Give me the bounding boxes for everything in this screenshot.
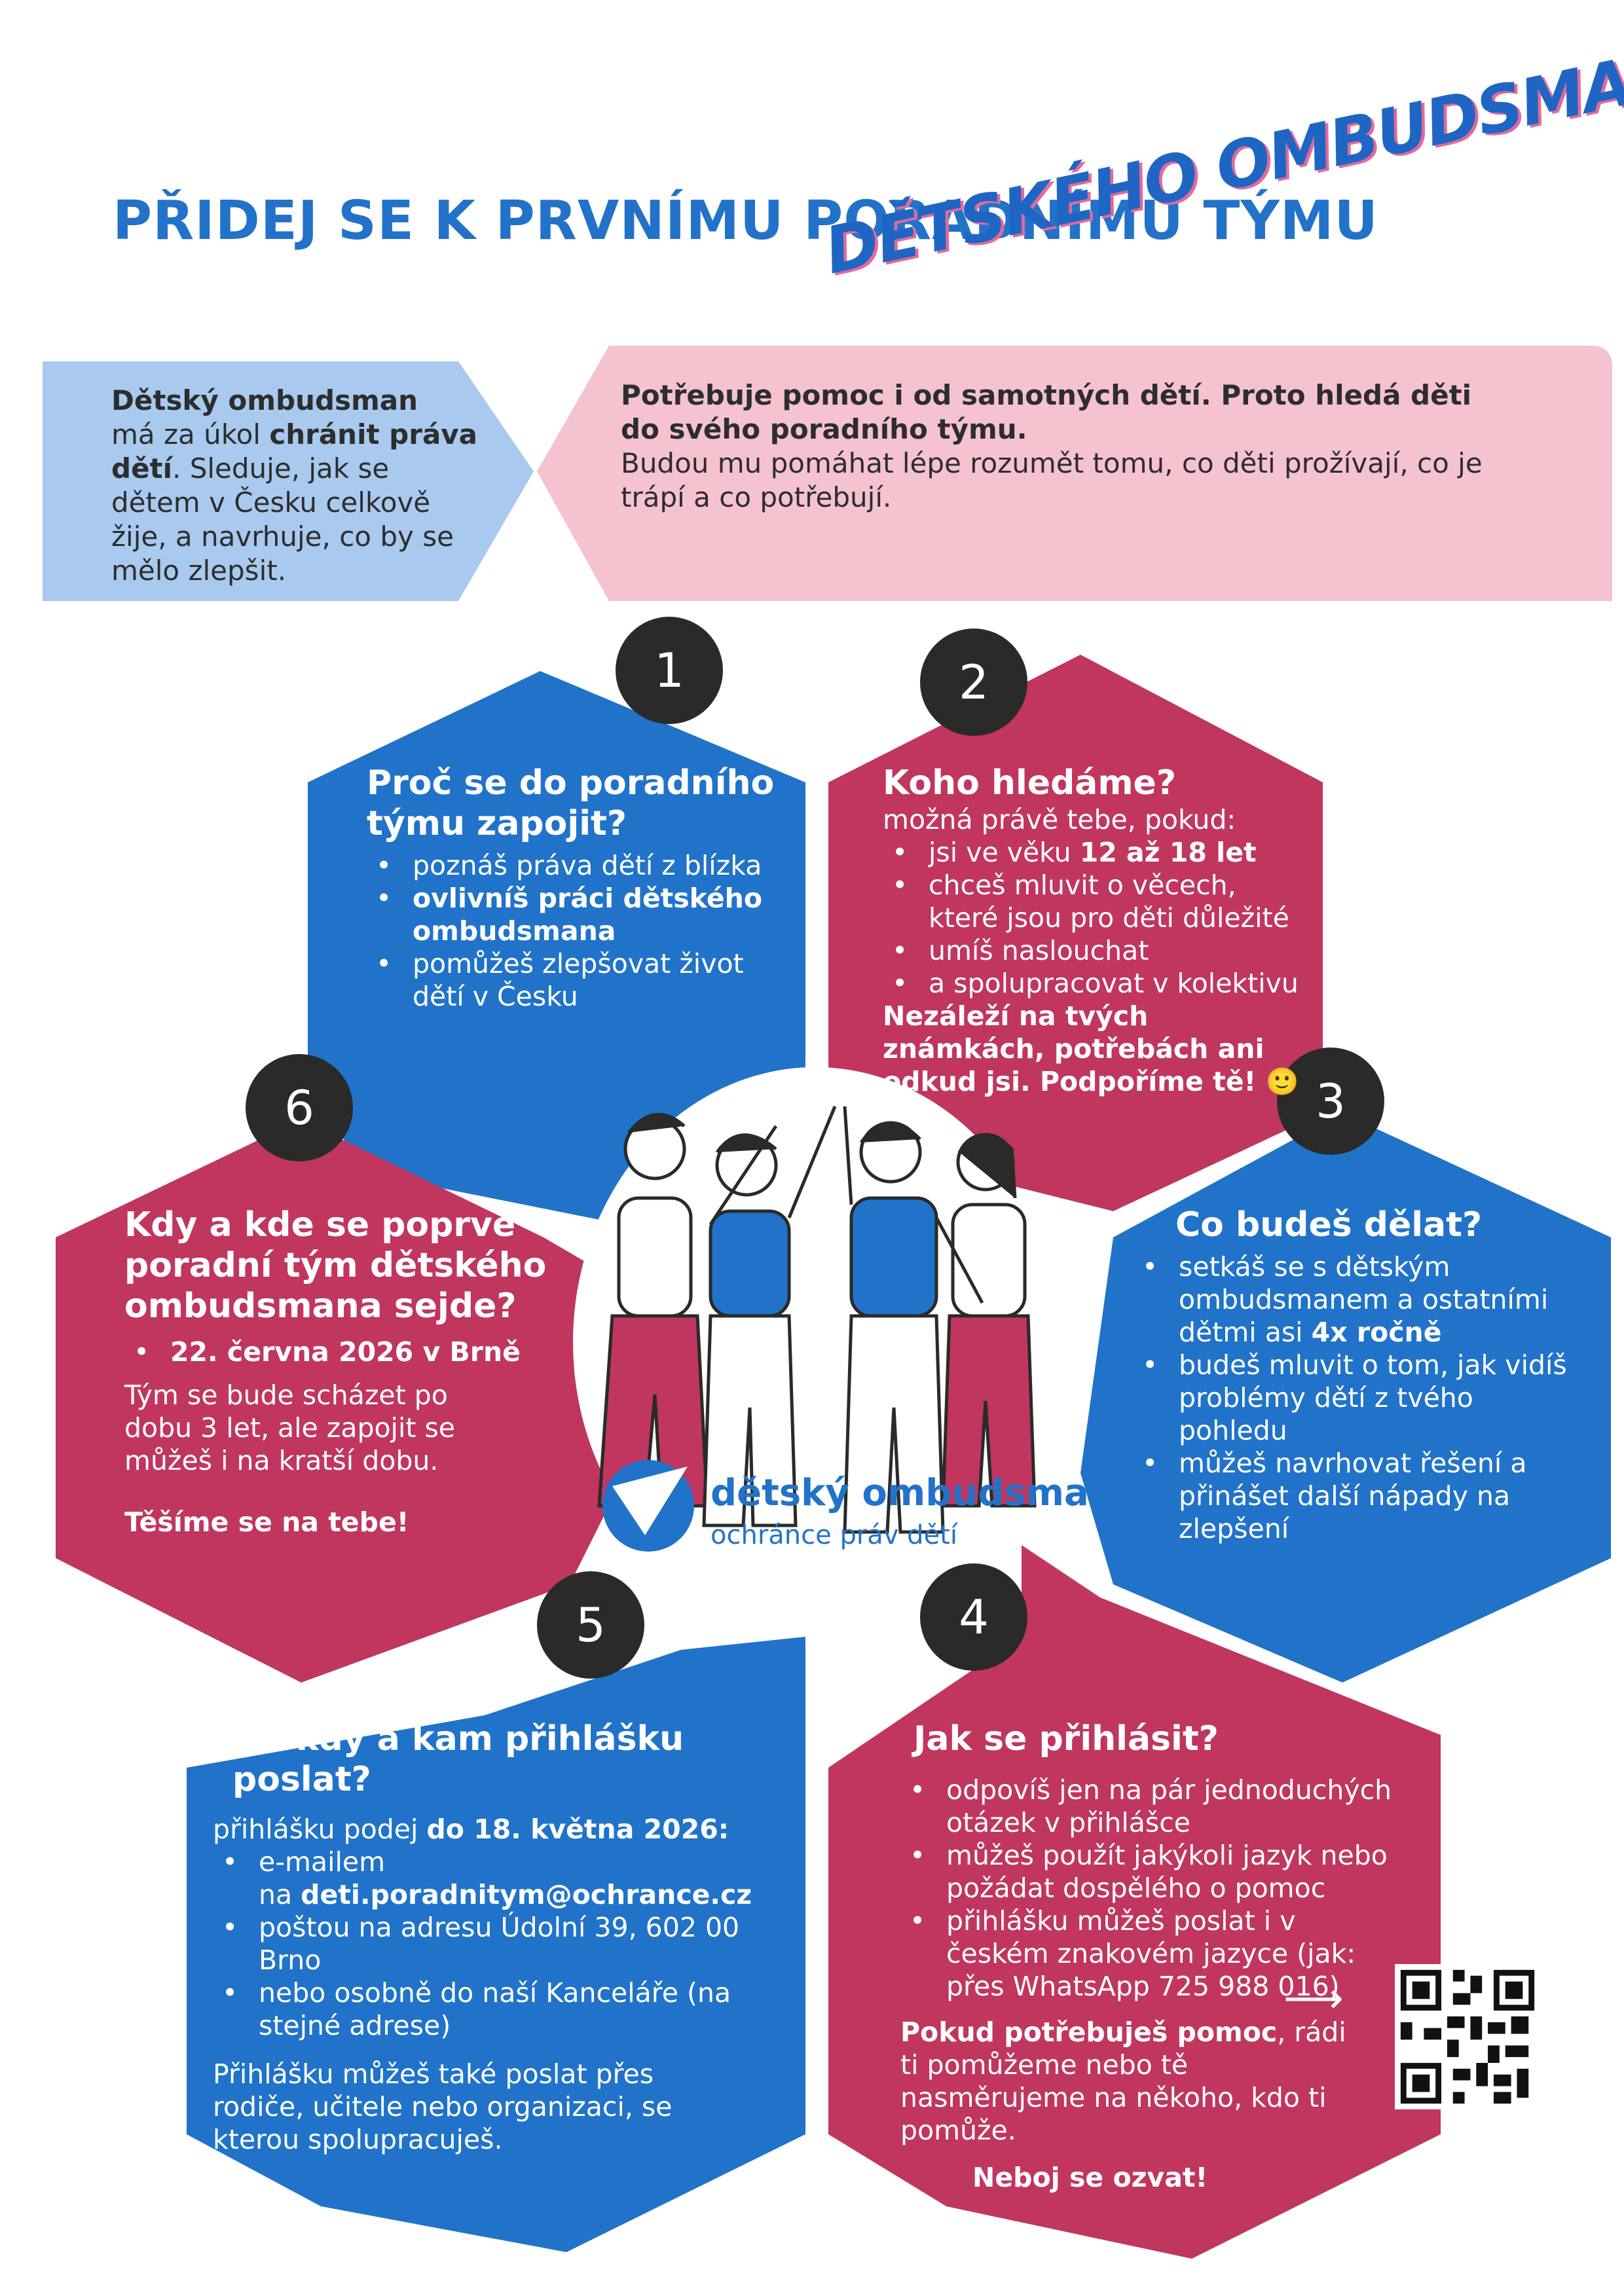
list-item: •jsi ve věku 12 až 18 let: [892, 837, 1257, 868]
section-6-closing: Těšíme se na tebe!: [124, 1506, 409, 1538]
section-4-list: •odpovíš jen na pár jednoduchých otázek …: [900, 1774, 1398, 2003]
section-5-heading: Do kdy a kam přihlášku poslat?: [232, 1719, 684, 1799]
section-2-note: Nezáleží na tvých známkách, potřebách an…: [883, 1000, 1299, 1097]
intro-right-box: [537, 346, 1612, 601]
section-1-list: •poznáš práva dětí z blízka •ovlivníš pr…: [367, 849, 786, 1013]
section-2-heading: Koho hledáme?: [883, 763, 1176, 803]
list-item: •22. června 2026 v Brně: [134, 1336, 521, 1368]
list-item: •poštou na adresu Údolní 39, 602 00 Brno: [222, 1912, 740, 1976]
section-6-heading: Kdy a kde se poprvé poradní tým dětského…: [124, 1205, 547, 1326]
list-item: •poznáš práva dětí z blízka: [376, 850, 762, 881]
section-3-heading: Co budeš dělat?: [1175, 1205, 1483, 1245]
section-4: Jak se přihlásit? •odpovíš jen na pár je…: [900, 1719, 1424, 2194]
intro-left-bold-2: chránit práva dětí: [111, 418, 477, 484]
list-item: •odpovíš jen na pár jednoduchých otázek …: [910, 1774, 1392, 1838]
badge-1: 1: [616, 617, 723, 724]
intro-right-text: Potřebuje pomoc i od samotných dětí. Pro…: [621, 378, 1492, 515]
smile-icon: 🙂: [1265, 1066, 1299, 1097]
list-item: •pomůžeš zlepšovat život dětí v Česku: [376, 948, 744, 1012]
section-2-list: •jsi ve věku 12 až 18 let •chceš mluvit …: [883, 836, 1308, 1000]
page-title: PŘIDEJ SE K PRVNÍMU PORADNÍMU TÝMU: [113, 190, 1379, 252]
intro-left-bold: Dětský ombudsman: [111, 384, 418, 416]
hex-6: [56, 1120, 622, 1683]
section-2: Koho hledáme? možná právě tebe, pokud: •…: [883, 763, 1308, 1098]
section-6-list: •22. června 2026 v Brně: [124, 1336, 557, 1368]
section-2-lead: možná právě tebe, pokud:: [883, 804, 1236, 835]
list-item: •nebo osobně do naší Kanceláře (na stejn…: [222, 1977, 731, 2041]
list-item: •můžeš navrhovat řešení a přinášet další…: [1142, 1448, 1527, 1544]
people-illustration: [597, 1106, 1037, 1534]
qr-code[interactable]: [1395, 1964, 1540, 2109]
section-5-lead: přihlášku podej do 18. května 2026:: [213, 1813, 729, 1845]
section-6: Kdy a kde se poprvé poradní tým dětského…: [124, 1205, 557, 1539]
section-4-heading: Jak se přihlásit?: [913, 1719, 1219, 1758]
section-1-heading: Proč se do poradního týmu zapojit?: [367, 763, 775, 843]
badge-6: 6: [246, 1054, 353, 1161]
list-item: •a spolupracovat v kolektivu: [892, 968, 1299, 999]
intro-left-text: Dětský ombudsman má za úkol chránit práv…: [111, 384, 485, 588]
list-item: •chceš mluvit o věcech, které jsou pro d…: [892, 869, 1289, 934]
email-address: deti.poradnitym@ochrance.cz: [301, 1879, 752, 1910]
intro-right-bold: Potřebuje pomoc i od samotných dětí. Pro…: [621, 379, 1472, 445]
section-5: Do kdy a kam přihlášku poslat? přihlášku…: [213, 1719, 802, 2156]
arrow-right-icon: ⟶: [1283, 1975, 1344, 2023]
logo-tagline: ochránce práv dětí: [710, 1520, 957, 1550]
hex-1: [308, 671, 805, 1231]
list-item: •ovlivníš práci dětského ombudsmana: [376, 883, 763, 947]
logo-mark: [602, 1460, 694, 1552]
logo-name: dětský ombudsman: [710, 1472, 1115, 1514]
badge-2: 2: [920, 629, 1027, 736]
section-5-note: Přihlášku můžeš také poslat přes rodiče,…: [213, 2058, 673, 2155]
intro-left-text-2: . Sleduje, jak se dětem v Česku celkově …: [111, 452, 454, 587]
intro-left-box: [43, 361, 534, 601]
hex-2: [828, 655, 1323, 1211]
list-item: •budeš mluvit o tom, jak vidíš problémy …: [1142, 1349, 1567, 1446]
section-1: Proč se do poradního týmu zapojit? •pozn…: [367, 763, 786, 1013]
hex-5: [187, 1637, 805, 2252]
hex-4: [828, 1545, 1441, 2259]
list-item: •přihlášku můžeš poslat i v českém znako…: [910, 1905, 1356, 2002]
section-4-closing: Neboj se ozvat!: [972, 2162, 1208, 2193]
section-4-help: Pokud potřebuješ pomoc, rádi ti pomůžeme…: [900, 2016, 1346, 2146]
intro-right-body: Budou mu pomáhat lépe rozumět tomu, co d…: [621, 447, 1483, 513]
badge-5: 5: [537, 1571, 644, 1679]
badge-3: 3: [1277, 1048, 1384, 1155]
list-item: •setkáš se s dětským ombudsmanem a ostat…: [1142, 1251, 1549, 1348]
intro-left-text-1: má za úkol: [111, 418, 261, 450]
list-item: •umíš naslouchat: [892, 935, 1149, 966]
section-3: Co budeš dělat? •setkáš se s dětským omb…: [1133, 1205, 1585, 1545]
list-item: •můžeš použít jakýkoli jazyk nebo požáda…: [910, 1840, 1388, 1904]
hex-3: [1080, 1113, 1611, 1683]
section-3-list: •setkáš se s dětským ombudsmanem a ostat…: [1133, 1250, 1585, 1545]
badge-4: 4: [920, 1563, 1027, 1671]
section-6-text: Tým se bude scházet po dobu 3 let, ale z…: [124, 1379, 456, 1476]
